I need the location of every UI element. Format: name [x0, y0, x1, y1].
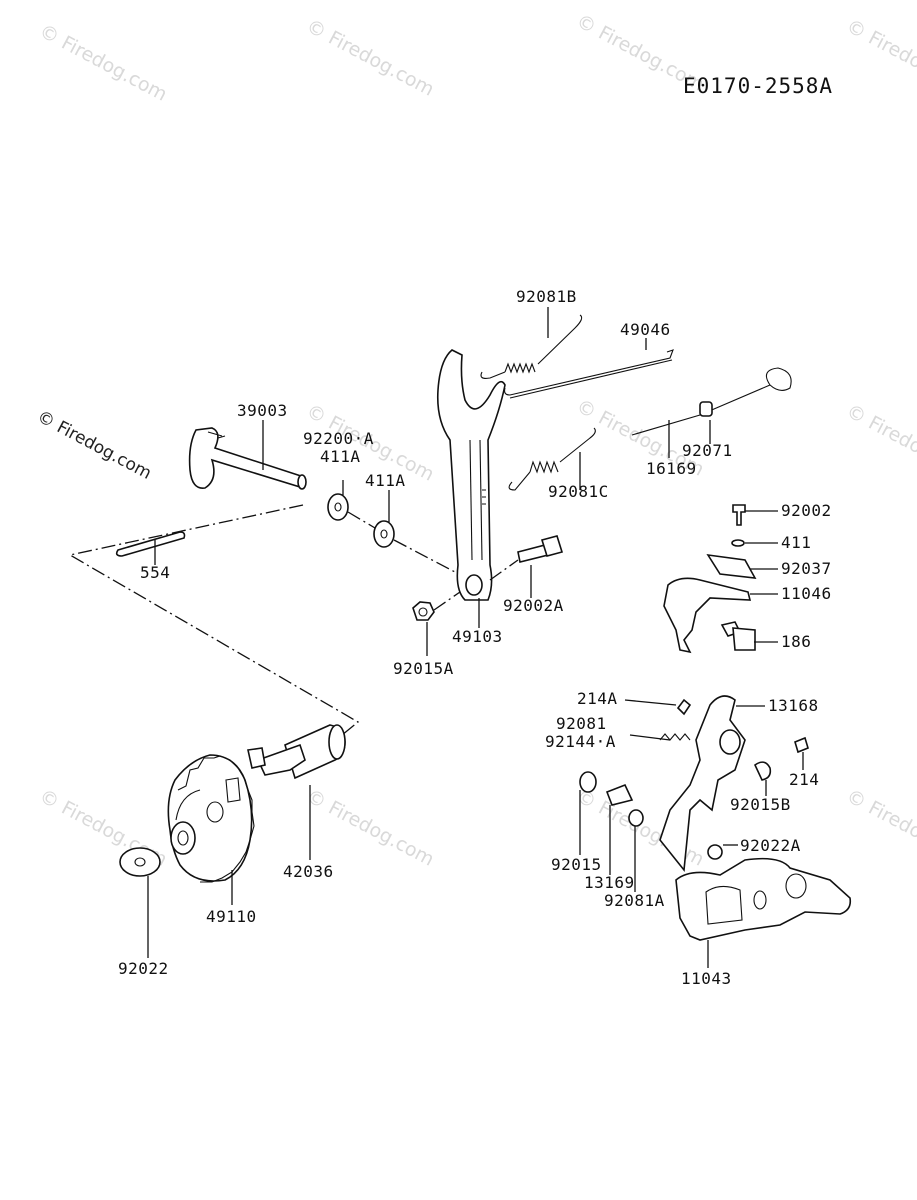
washer-92022-drawing [119, 847, 161, 877]
cable-16169-drawing [631, 367, 792, 436]
gear-49110-drawing [167, 754, 255, 883]
label-92081: 92081 [556, 714, 607, 733]
label-11046: 11046 [781, 584, 832, 603]
bracket-11046-drawing [663, 504, 757, 654]
shaft-39003-drawing [188, 427, 307, 490]
label-411A: 411A [365, 471, 406, 490]
spring-92081C-drawing [508, 427, 596, 491]
label-92037: 92037 [781, 559, 832, 578]
label-13168: 13168 [768, 696, 819, 715]
label-16169: 16169 [646, 459, 697, 478]
label-92002: 92002 [781, 501, 832, 520]
rod-49046-drawing [504, 349, 674, 399]
label-92022: 92022 [118, 959, 169, 978]
label-411A-top: 411A [320, 447, 361, 466]
label-214A: 214A [577, 689, 618, 708]
label-92071: 92071 [682, 441, 733, 460]
label-92002A: 92002A [503, 596, 564, 615]
label-92200A: 92200·A [303, 429, 374, 448]
label-92015A: 92015A [393, 659, 454, 678]
label-186: 186 [781, 632, 811, 651]
watermark-2: © Firedog.com [303, 15, 438, 101]
leader-lines [147, 307, 804, 968]
sleeve-42036-drawing [247, 724, 346, 780]
label-11043: 11043 [681, 969, 732, 988]
watermark-11: © Firedog.com [843, 785, 917, 871]
watermark-1: © Firedog.com [36, 20, 171, 106]
label-39003: 39003 [237, 401, 288, 420]
label-49103: 49103 [452, 627, 503, 646]
watermark-dark: © Firedog.com [34, 407, 155, 484]
label-554: 554 [140, 563, 170, 582]
label-13169: 13169 [584, 873, 635, 892]
nut-92015A-drawing [412, 591, 461, 621]
watermark-4: © Firedog.com [843, 15, 917, 101]
spring-92081B-drawing [480, 314, 583, 379]
assembly-line [68, 504, 360, 736]
watermark-7: © Firedog.com [843, 400, 917, 486]
label-92022A: 92022A [740, 836, 801, 855]
label-411: 411 [781, 533, 811, 552]
label-92081C: 92081C [548, 482, 609, 501]
pin-554-drawing [115, 531, 186, 557]
label-92144A: 92144·A [545, 732, 616, 751]
watermark-9: © Firedog.com [303, 785, 438, 871]
label-92081B: 92081B [516, 287, 577, 306]
lever-49103-drawing [436, 349, 506, 601]
label-214: 214 [789, 770, 819, 789]
part-labels: 92081B 49046 39003 92200·A 411A 411A 920… [118, 287, 832, 988]
diagram-code: E0170-2558A [683, 74, 833, 98]
label-92081A: 92081A [604, 891, 665, 910]
bracket-11043-drawing [579, 695, 852, 941]
label-49046: 49046 [620, 320, 671, 339]
washers-411A-drawing [327, 493, 456, 573]
label-92015: 92015 [551, 855, 602, 874]
label-92015B: 92015B [730, 795, 791, 814]
bolt-92002A-drawing [489, 535, 564, 581]
label-49110: 49110 [206, 907, 257, 926]
label-42036: 42036 [283, 862, 334, 881]
